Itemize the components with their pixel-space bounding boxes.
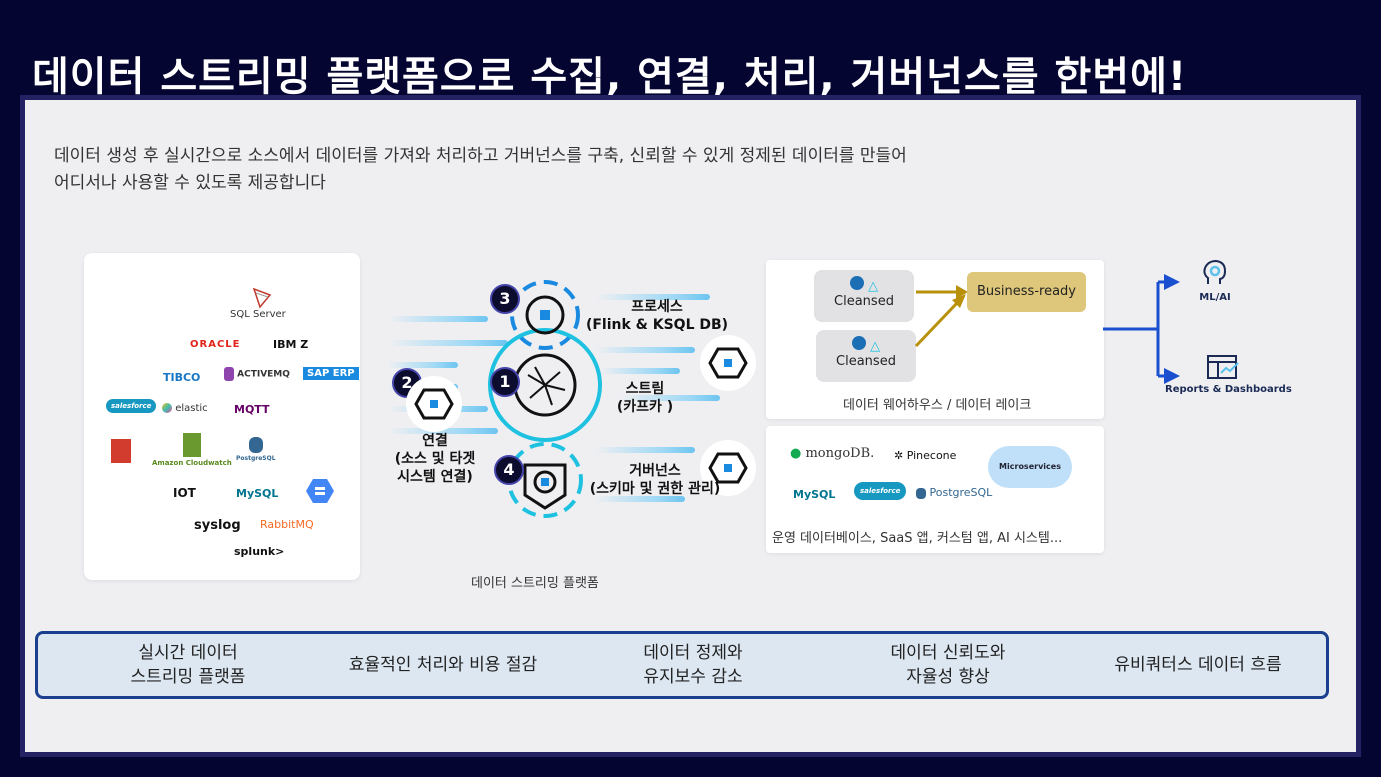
brain-head-icon	[1203, 259, 1227, 284]
platform-caption: 데이터 스트리밍 플랫폼	[471, 576, 599, 591]
stream-line	[600, 368, 680, 374]
dashboard-icon	[1206, 355, 1239, 379]
postgresql-icon	[248, 437, 263, 453]
logo-sqlserver: SQL Server	[230, 285, 286, 320]
logo-cloudwatch: Amazon Cloudwatch	[152, 433, 232, 467]
cloudwatch-icon	[182, 433, 201, 457]
description: 데이터 생성 후 실시간으로 소스에서 데이터를 가져와 처리하고 거버넌스를 …	[54, 143, 907, 197]
business-ready-box: Business-ready	[967, 272, 1086, 312]
stream-line	[388, 362, 458, 368]
activemq-icon	[224, 367, 234, 381]
description-line-2: 어디서나 사용할 수 있도록 제공합니다	[54, 173, 326, 193]
operational-caption: 운영 데이터베이스, SaaS 앱, 커스텀 앱, AI 시스템...	[772, 531, 1063, 546]
stream-line	[595, 447, 695, 453]
stream-line	[388, 340, 508, 346]
logo-tibco: TIBCO	[163, 371, 201, 384]
description-line-1: 데이터 생성 후 실시간으로 소스에서 데이터를 가져와 처리하고 거버넌스를 …	[54, 146, 907, 166]
benefit-item: 유비쿼터스 데이터 흐름	[1114, 655, 1282, 675]
connector-icon	[708, 347, 748, 379]
s3-icon	[111, 439, 131, 463]
stream-line	[388, 428, 498, 434]
process-core-icon	[540, 310, 550, 320]
logo-oracle: ORACLE	[190, 339, 241, 350]
logo-salesforce-op: salesforce	[854, 482, 907, 500]
logo-iot: IOT	[173, 486, 196, 500]
logo-postgresql: PostgreSQL	[236, 437, 276, 462]
elastic-icon	[162, 403, 172, 413]
logo-mysql: MySQL	[236, 487, 279, 500]
connector-target-bottom	[700, 440, 756, 496]
pinecone-icon: ✲	[894, 449, 904, 462]
stream-line	[595, 294, 710, 300]
logo-gcs	[305, 478, 335, 507]
stream-line	[620, 395, 720, 401]
page-title: 데이터 스트리밍 플랫폼으로 수집, 연결, 처리, 거버넌스를 한번에!	[32, 54, 1188, 100]
logo-elastic: elastic	[162, 403, 208, 414]
logo-rabbitmq: RabbitMQ	[260, 518, 314, 531]
logo-ibmz: IBM Z	[273, 338, 309, 351]
logo-syslog: syslog	[194, 518, 241, 533]
logo-postgresql-op: PostgreSQL	[916, 486, 992, 499]
step-governance-label: 거버넌스 (스키마 및 권한 관리)	[589, 463, 721, 497]
logo-mqtt: MQTT	[234, 403, 270, 416]
cleansed-box-2: △ Cleansed	[816, 330, 916, 382]
step-stream-label: 스트림 (카프카 )	[616, 381, 674, 415]
gcs-icon	[306, 479, 334, 503]
governance-shield-icon	[523, 463, 567, 510]
lake-icon: △	[814, 276, 914, 294]
step-badge-4: 4	[494, 455, 524, 485]
stream-line	[595, 496, 685, 502]
logo-splunk: splunk>	[234, 545, 285, 558]
warehouse-caption: 데이터 웨어하우스 / 데이터 레이크	[843, 398, 1032, 413]
step-process-label: 프로세스 (Flink & KSQL DB)	[585, 299, 729, 333]
kafka-burst-icon	[527, 366, 566, 406]
logo-sap: SAP ERP	[303, 367, 359, 380]
promotion-arrows	[914, 285, 968, 348]
stream-line	[595, 347, 695, 353]
connector-icon	[708, 452, 748, 484]
connector-icon	[414, 388, 454, 420]
stream-line	[388, 316, 488, 322]
connector-target-top	[700, 335, 756, 391]
ml-ai-output: ML/AI	[1190, 258, 1240, 303]
connector-source	[406, 376, 462, 432]
postgresql-icon	[916, 487, 926, 499]
logo-activemq: ACTIVEMQ	[224, 367, 290, 381]
step-badge-1: 1	[490, 367, 520, 397]
sources-card: SQL Server ORACLE IBM Z TIBCO ACTIVEMQ S…	[84, 253, 360, 580]
operational-card: ● mongoDB. ✲ Pinecone Microservices MySQ…	[766, 426, 1104, 553]
process-icon	[525, 295, 565, 335]
logo-salesforce: salesforce	[106, 399, 157, 413]
logo-amazon-s3	[111, 439, 131, 466]
warehouse-card: △ Cleansed △ Cleansed Business-ready 데이터…	[766, 260, 1104, 419]
logo-microservices: Microservices	[988, 446, 1072, 488]
step-badge-3: 3	[490, 284, 520, 314]
step-connect-label: 연결 (소스 및 타겟 시스템 연결)	[394, 433, 476, 485]
process-ring	[510, 280, 580, 350]
logo-mysql-op: MySQL	[793, 488, 836, 501]
reports-output: Reports & Dashboards	[1165, 354, 1292, 395]
sqlserver-icon	[252, 287, 272, 309]
output-branch-arrows	[1103, 274, 1180, 384]
logo-pinecone: ✲ Pinecone	[894, 449, 957, 462]
logo-mongodb: ● mongoDB.	[790, 446, 875, 461]
cleansed-box-1: △ Cleansed	[814, 270, 914, 322]
mongodb-leaf-icon: ●	[790, 446, 802, 461]
benefit-item: 효율적인 처리와 비용 절감	[348, 655, 538, 675]
search-icon	[533, 470, 557, 494]
lake-icon: △	[816, 336, 916, 354]
